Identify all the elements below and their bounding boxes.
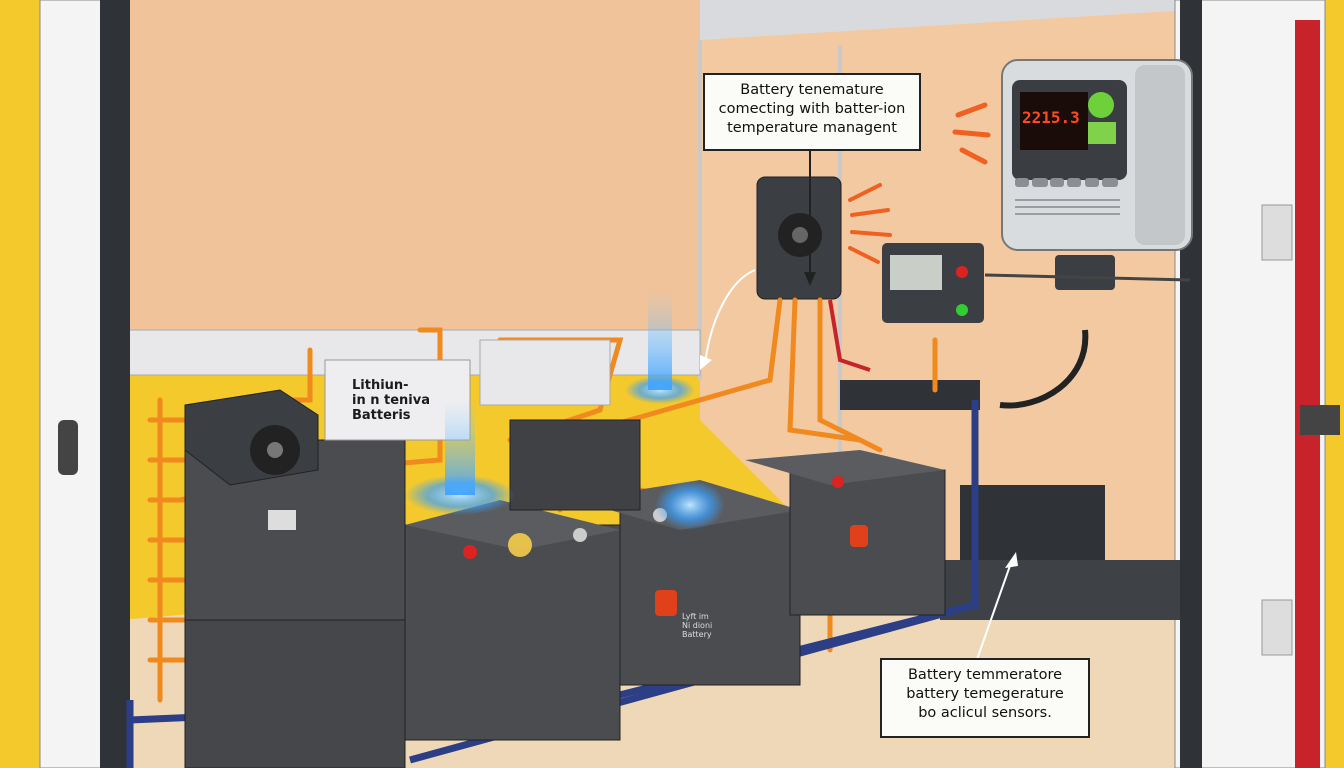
temperature-sensor — [756, 176, 842, 300]
back-wall — [120, 0, 700, 370]
label-line: in n teniva — [352, 393, 431, 408]
cooling-effect — [405, 290, 725, 530]
callout-line: Battery tenemature — [740, 82, 884, 98]
callout-bottom: Battery temmeratore battery temegerature… — [880, 658, 1090, 738]
label-line: Batteris — [352, 408, 411, 423]
battery-monitor — [882, 243, 984, 323]
heat-lines-icon — [952, 102, 991, 165]
controller-display-reading: 2215.3 — [1022, 108, 1080, 127]
climate-controller — [1001, 59, 1193, 251]
label-line: Ni dioni — [682, 621, 713, 630]
battery — [184, 619, 406, 768]
cooling-fan — [184, 389, 319, 486]
inverter-box — [960, 485, 1105, 570]
door-handle-left — [58, 420, 78, 475]
callout-line: battery temegerature — [906, 686, 1064, 702]
battery — [619, 509, 801, 686]
label-line: Battery — [682, 630, 712, 639]
label-line: Lyft im — [682, 612, 709, 621]
label-line: Lithiun- — [352, 378, 409, 393]
callout-top: Battery tenemature comecting with batter… — [703, 73, 921, 151]
callout-line: bo aclicul sensors. — [918, 705, 1052, 721]
red-stripe — [1295, 20, 1320, 768]
callout-line: Battery temmeratore — [907, 667, 1063, 683]
battery-box-label: Lithiun- in n teniva Batteris — [352, 378, 430, 423]
battery — [509, 419, 641, 511]
battery-side-label: Lyft im Ni dioni Battery — [682, 612, 712, 639]
callout-line: comecting with batter-ion — [718, 101, 906, 117]
battery — [404, 524, 621, 741]
callout-line: temperature managent — [727, 120, 897, 136]
